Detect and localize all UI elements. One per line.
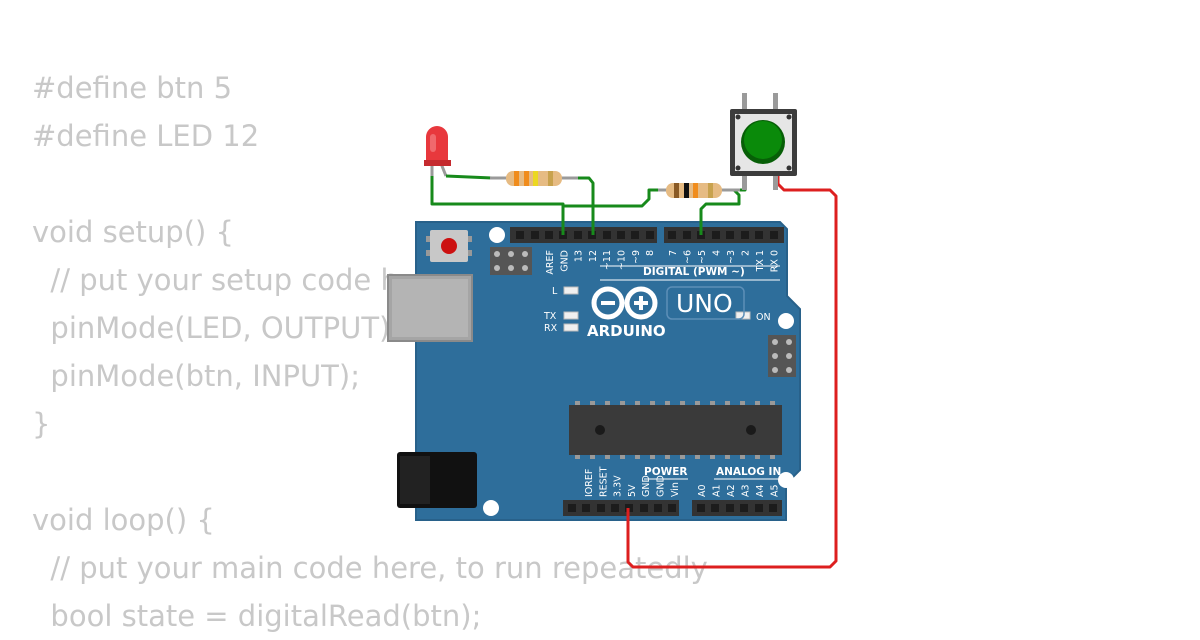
- wire-5v-to-button[interactable]: [626, 176, 838, 569]
- power-label: POWER: [644, 466, 687, 478]
- pin-label: A3: [741, 484, 752, 497]
- pin-label: 3.3V: [613, 475, 624, 497]
- code-line: // put your main code here, to run repea…: [32, 551, 708, 585]
- pin-label: ~11: [602, 250, 613, 270]
- pin-label: Vin: [670, 482, 681, 497]
- icsp-header-right: [768, 335, 796, 377]
- pin-label: ~5: [697, 250, 708, 264]
- code-line: void setup() {: [32, 215, 234, 249]
- digital-header-label: DIGITAL (PWM ~): [643, 266, 745, 278]
- pin-label: RX 0: [770, 250, 781, 272]
- code-line: // put your setup code h: [32, 263, 399, 297]
- code-editor-background: #define btn 5 #define LED 12 void setup() …: [32, 64, 708, 640]
- pin-label: A0: [697, 484, 708, 497]
- code-line: }: [32, 407, 51, 441]
- mounting-hole: [489, 227, 505, 243]
- wire-led-cathode-to-gnd[interactable]: [430, 163, 565, 235]
- pin-label: A4: [755, 484, 766, 497]
- code-line: void loop() {: [32, 503, 215, 537]
- power-jack: [397, 452, 477, 508]
- pin-label: 12: [588, 250, 599, 262]
- on-label: ON: [756, 312, 771, 323]
- mounting-hole: [778, 313, 794, 329]
- svg-text:L: L: [552, 286, 558, 297]
- power-header: [563, 500, 679, 516]
- pin-label: TX 1: [755, 250, 766, 272]
- analog-label: ANALOG IN: [716, 466, 781, 478]
- analog-header: [692, 500, 782, 516]
- pin-label: A5: [770, 484, 781, 497]
- pin-label: ~3: [726, 250, 737, 264]
- svg-text:TX: TX: [543, 311, 557, 322]
- resistor-220-ohm[interactable]: [490, 171, 578, 186]
- pin-label: IOREF: [584, 469, 595, 497]
- usb-connector: [387, 274, 473, 342]
- code-line: pinMode(btn, INPUT);: [32, 359, 360, 393]
- pin-label: ~6: [683, 250, 694, 264]
- code-line: bool state = digitalRead(btn);: [32, 599, 482, 633]
- brand-name: ARDUINO: [587, 322, 666, 340]
- pin-label: 8: [645, 250, 656, 256]
- pin-label: ~10: [617, 250, 628, 270]
- pin-label: 5V: [627, 484, 638, 497]
- arduino-logo: ARDUINO: [587, 286, 666, 340]
- resistor-10k-ohm[interactable]: [658, 183, 740, 198]
- pin-label: A2: [726, 484, 737, 497]
- pin-label: ~9: [631, 250, 642, 264]
- pin-label: AREF: [545, 250, 556, 275]
- pin-label: A1: [712, 484, 723, 497]
- wire-gnd-to-pulldown-resistor[interactable]: [563, 188, 660, 208]
- pin-label: 2: [741, 250, 752, 256]
- mounting-hole: [483, 500, 499, 516]
- push-button[interactable]: [730, 93, 797, 190]
- red-led[interactable]: [424, 126, 451, 177]
- pin-label: GND: [559, 250, 570, 272]
- pin-label: 13: [574, 250, 585, 262]
- icsp-header: [490, 247, 532, 275]
- pin-label: GND: [641, 475, 652, 497]
- pin-label: 4: [712, 250, 723, 256]
- reset-button[interactable]: [426, 230, 472, 262]
- pin-label: GND: [656, 475, 667, 497]
- mounting-hole: [778, 472, 794, 488]
- code-line: #define LED 12: [32, 119, 260, 153]
- code-line: pinMode(LED, OUTPUT);: [32, 311, 401, 345]
- code-line: #define btn 5: [32, 71, 233, 105]
- microcontroller-chip: [569, 401, 782, 459]
- pin-label: RESET: [598, 466, 609, 497]
- wire-resistor-to-pin-12[interactable]: [576, 176, 595, 235]
- uno-badge: UNO: [666, 286, 745, 320]
- digital-header: [510, 227, 784, 243]
- svg-text:UNO: UNO: [676, 289, 733, 318]
- pin-label: 7: [668, 250, 679, 256]
- svg-text:RX: RX: [544, 323, 558, 334]
